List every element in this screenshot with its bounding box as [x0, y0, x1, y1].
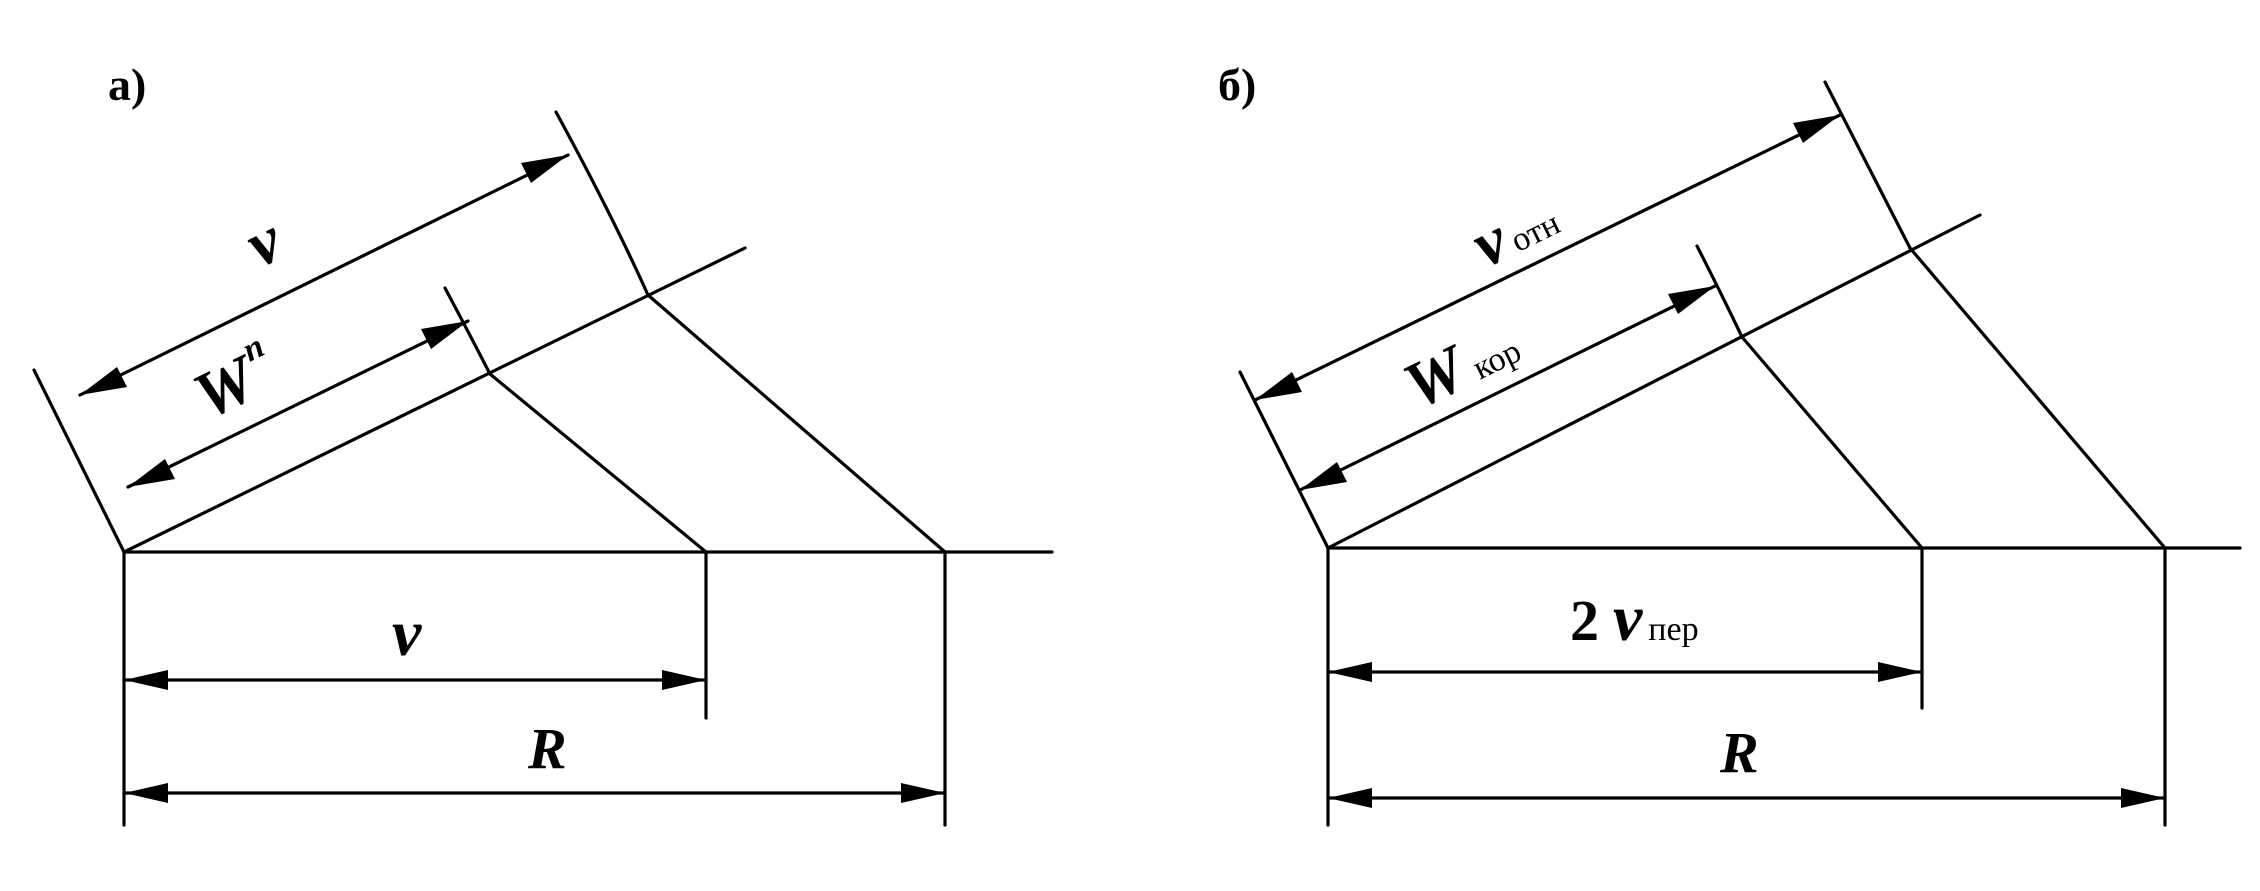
panel-a-dim-v2-symbol: v [392, 597, 422, 670]
panel-a-dim-w-line [126, 319, 470, 489]
panel-a-dim-v2-arrow-end [662, 670, 706, 690]
panel-b-outer-tangent [1908, 246, 2167, 550]
panel-b-dim-votn-arrow-end [1793, 115, 1840, 143]
panel-b-dim-vper-prefix: 2 [1570, 588, 1599, 653]
panel-b-inner-tangent [1740, 335, 1924, 550]
panel-b-label: б) [1218, 59, 1256, 110]
panel-a-dim-v-line [78, 153, 570, 397]
panel-b-dim-r-arrow-start [1328, 788, 1372, 808]
panel-b-dim-votn-arrow-start [1255, 372, 1302, 400]
panel-b-dim-votn-label: vотн [1461, 179, 1569, 282]
panel-b-dim-r-symbol: R [1719, 720, 1759, 785]
panel-a: а) v Wn v R [32, 59, 1054, 827]
panel-b-dim-vper-arrow-start [1328, 662, 1372, 682]
panel-a-inner-tangent [488, 372, 708, 554]
panel-a-inner-extension [443, 286, 492, 376]
panel-b-dim-wkor-subscript: кор [1467, 332, 1527, 387]
panel-b-dim-votn-symbol: v [1461, 203, 1520, 282]
panel-b-dim-vper-subscript: пер [1648, 611, 1698, 648]
panel-a-dim-v-symbol: v [235, 203, 294, 282]
panel-b-dim-r-arrow-end [2121, 788, 2165, 808]
panel-a-dim-r-label: R [527, 716, 567, 781]
panel-b-dim-wkor-arrow-end [1668, 286, 1715, 314]
panel-b-dim-r-label: R [1719, 720, 1759, 785]
panel-a-dim-w-arrow-end [421, 321, 468, 349]
panel-a-dim-r-arrow-end [901, 783, 945, 803]
panel-b-left-extension [1238, 370, 1330, 550]
panel-b-slant-ray [1326, 213, 1982, 550]
panel-a-dim-v2-label: v [392, 597, 422, 670]
panel-b-outer-extension [1823, 80, 1912, 250]
panel-a-dim-r-symbol: R [527, 716, 567, 781]
panel-a-outer-tangent [646, 293, 947, 554]
panel-b-dim-vper-arrow-end [1878, 662, 1922, 682]
panel-b-dim-wkor-arrow-start [1300, 462, 1347, 490]
panel-a-dim-v-arrow-start [80, 367, 127, 395]
panel-a-dim-r-arrow-start [124, 783, 168, 803]
panel-a-dim-v2-arrow-start [124, 670, 168, 690]
panel-b-dim-wkor-symbol: W [1393, 330, 1482, 423]
panel-a-dim-w-arrow-start [128, 459, 175, 487]
panel-a-outer-extension [554, 110, 650, 297]
panel-b-dim-votn-line [1253, 113, 1842, 402]
panel-a-dim-v-label: v [235, 203, 294, 282]
panel-a-left-extension [32, 368, 126, 554]
panel-a-slant-ray [122, 246, 747, 554]
panel-a-label: а) [108, 59, 146, 110]
panel-b-inner-extension [1695, 244, 1744, 339]
panel-a-dim-v-arrow-end [521, 155, 568, 183]
panel-b-dim-wkor-line [1298, 284, 1717, 492]
panel-b-dim-vper-symbol: v [1613, 582, 1643, 655]
